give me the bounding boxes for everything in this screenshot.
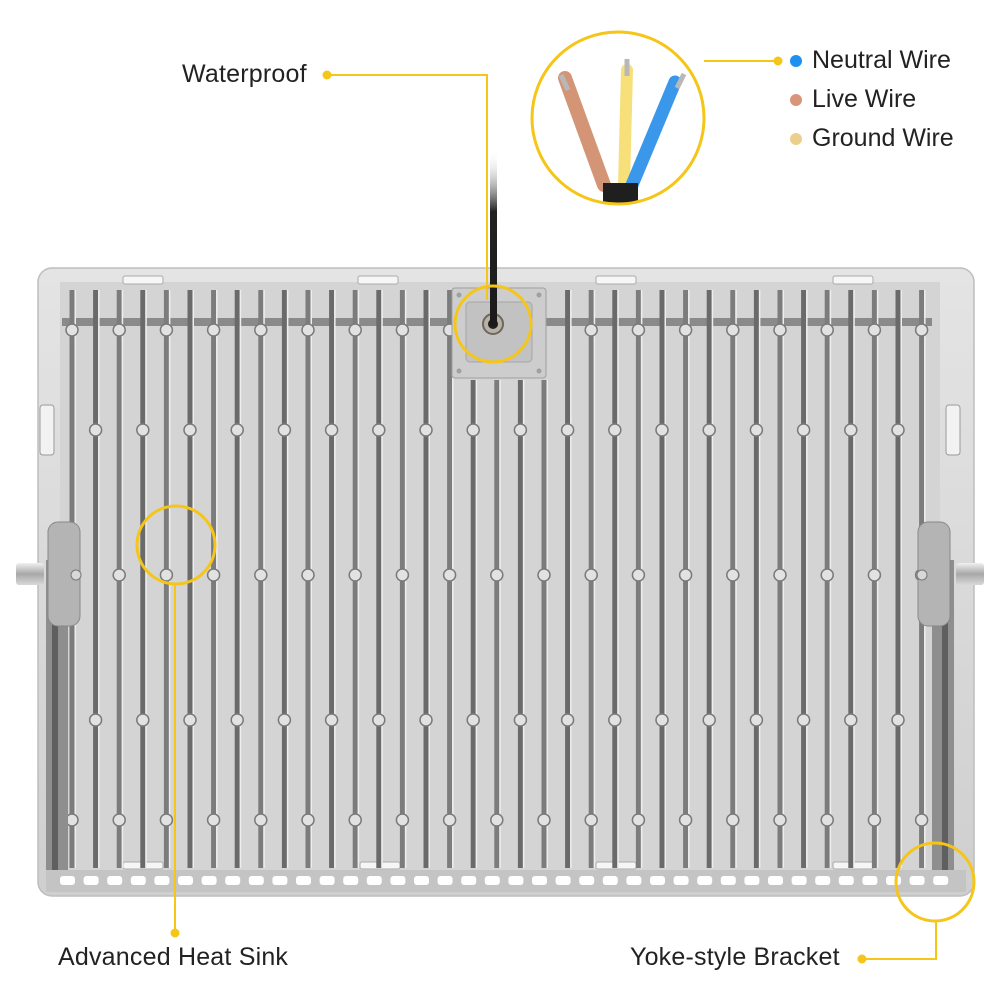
- legend-label: Neutral Wire: [812, 46, 951, 74]
- live-dot-icon: [790, 93, 802, 106]
- waterproof-label: Waterproof: [182, 60, 307, 88]
- bracket-callout-line: [857, 841, 976, 964]
- heat-sink-callout-line: [135, 504, 217, 938]
- waterproof-callout-line: [322, 70, 533, 364]
- yoke-bracket-left: [16, 521, 82, 870]
- power-cable: [490, 150, 497, 326]
- neutral-dot-icon: [790, 54, 802, 67]
- bracket-label: Yoke-style Bracket: [630, 943, 840, 971]
- legend-label: Ground Wire: [812, 124, 954, 152]
- heat-sink-label: Advanced Heat Sink: [58, 943, 289, 971]
- yoke-bracket-right: [916, 521, 984, 870]
- wire-closeup: [530, 30, 706, 206]
- legend-item-neutral: Neutral Wire: [790, 46, 951, 75]
- legend-label: Live Wire: [812, 85, 917, 113]
- legend-item-live: Live Wire: [790, 85, 916, 114]
- wire-legend-callout-line: [704, 56, 783, 66]
- ground-dot-icon: [790, 132, 802, 145]
- legend-item-ground: Ground Wire: [790, 124, 954, 153]
- junction-box: [451, 287, 547, 379]
